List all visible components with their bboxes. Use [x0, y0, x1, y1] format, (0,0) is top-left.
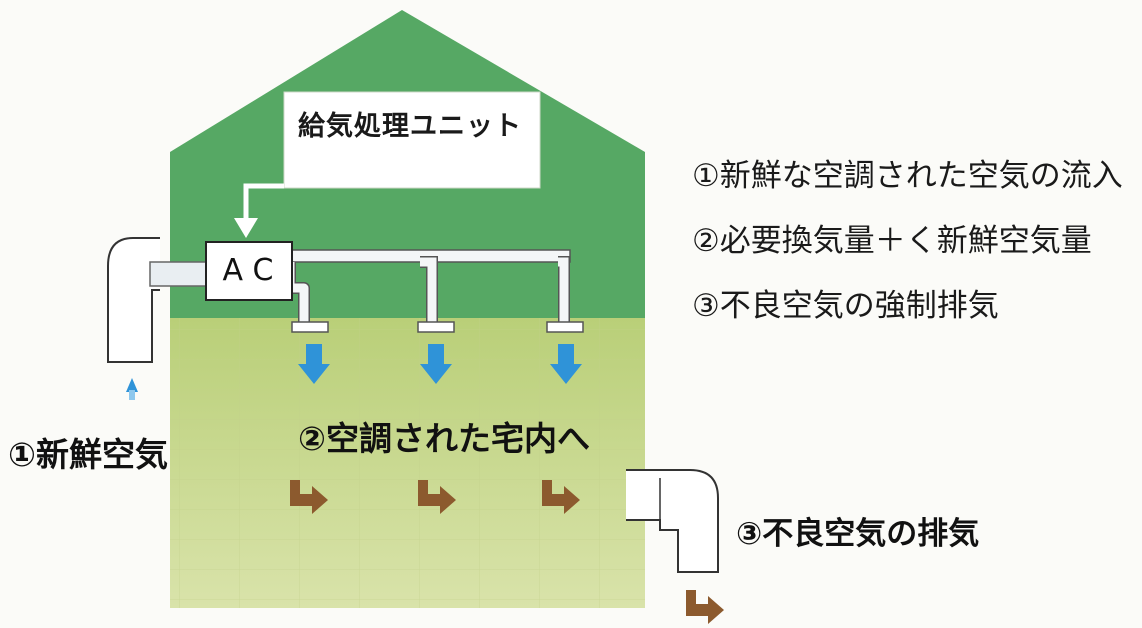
feature-item-2: ②必要換気量＋く新鮮空気量 — [692, 223, 1092, 259]
exhaust-arrow-outside — [686, 590, 724, 624]
fresh-air-up-arrow-stem — [129, 390, 135, 400]
unit-to-ac-arrow-head — [234, 218, 258, 238]
cool-air-arrow-3 — [550, 344, 582, 384]
exhaust-arrow-1 — [290, 480, 328, 514]
diffuser-1 — [291, 321, 329, 333]
diffuser-2 — [417, 321, 455, 333]
unit-to-ac-arrow — [243, 183, 284, 222]
diffuser-3 — [546, 321, 584, 333]
supply-unit-box — [283, 91, 541, 189]
supply-branch-2-inner — [420, 257, 437, 324]
exhaust-arrows — [290, 480, 724, 624]
exhaust-label: ③不良空気の排気 — [736, 516, 980, 552]
cool-air-arrow-2 — [420, 344, 452, 384]
fresh-air-label: ①新鮮空気 — [8, 435, 168, 474]
intake-duct-to-ac — [149, 261, 207, 287]
ac-box — [205, 241, 293, 301]
cool-air-arrows — [298, 344, 582, 384]
cool-air-arrow-1 — [298, 344, 330, 384]
indoor-air-label: ②空調された宅内へ — [298, 419, 590, 458]
fresh-air-intake-duct — [107, 237, 160, 363]
feature-list: ①新鮮な空調された空気の流入 ②必要換気量＋く新鮮空気量 ③不良空気の強制排気 — [692, 150, 1142, 345]
exhaust-duct — [626, 469, 719, 573]
feature-item-1: ①新鮮な空調された空気の流入 — [692, 158, 1123, 194]
ac-label: AC — [222, 253, 284, 288]
fresh-air-up-arrow — [126, 378, 138, 392]
supply-branch-3-inner — [558, 257, 569, 324]
exhaust-arrow-2 — [418, 480, 456, 514]
supply-unit-label: 給気処理ユニット — [298, 111, 522, 142]
exhaust-arrow-3 — [542, 480, 580, 514]
feature-item-3: ③不良空気の強制排気 — [692, 288, 999, 324]
